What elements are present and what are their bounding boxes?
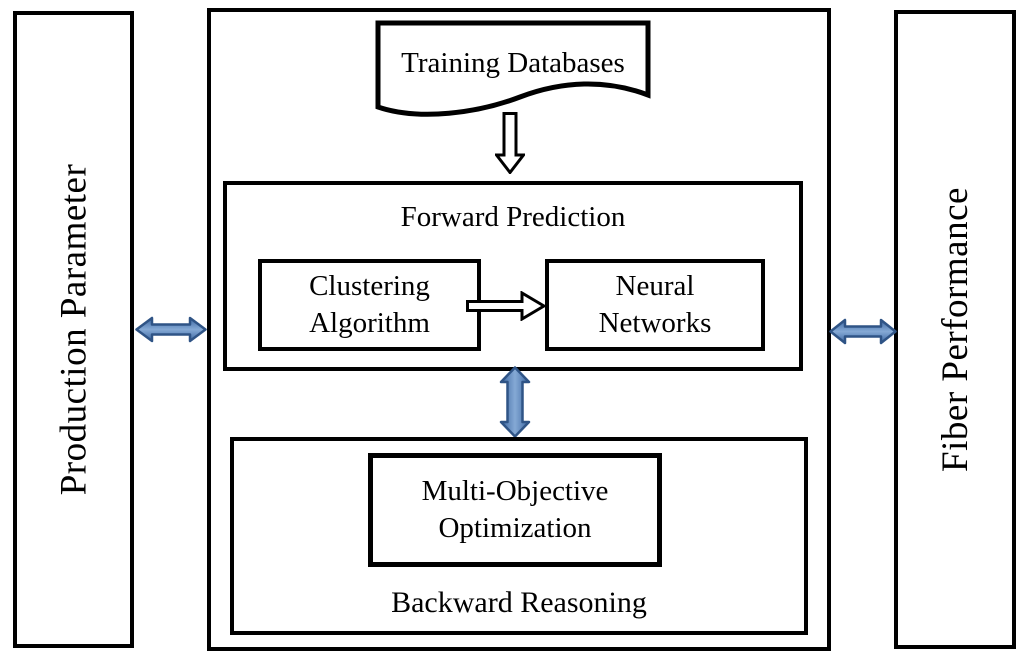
horizontal-double-arrow-right-icon bbox=[829, 318, 897, 345]
multi-objective-optimization-label-line1: Multi-Objective bbox=[421, 475, 609, 507]
down-arrow-icon bbox=[495, 112, 525, 174]
production-parameter-label: Production Parameter bbox=[53, 163, 95, 496]
fiber-performance-panel: Fiber Performance bbox=[894, 10, 1016, 649]
neural-networks-label-line1: Neural bbox=[615, 270, 695, 302]
clustering-algorithm-label-line2: Algorithm bbox=[309, 307, 430, 339]
training-databases-document-shape bbox=[375, 20, 651, 117]
multi-objective-optimization-label-line2: Optimization bbox=[438, 512, 592, 544]
fiber-performance-label: Fiber Performance bbox=[934, 187, 976, 472]
training-databases-label: Training Databases bbox=[401, 47, 625, 79]
vertical-double-arrow-icon bbox=[499, 366, 531, 438]
neural-networks-box: Neural Networks bbox=[545, 259, 765, 351]
neural-networks-label-line2: Networks bbox=[598, 307, 712, 339]
horizontal-double-arrow-left-icon bbox=[135, 316, 207, 343]
backward-reasoning-label: Backward Reasoning bbox=[391, 586, 647, 619]
forward-prediction-label: Forward Prediction bbox=[400, 201, 626, 233]
clustering-algorithm-box: Clustering Algorithm bbox=[258, 259, 481, 351]
multi-objective-optimization-box: Multi-Objective Optimization bbox=[368, 453, 662, 567]
clustering-algorithm-label-line1: Clustering bbox=[309, 270, 430, 302]
right-arrow-icon bbox=[466, 291, 546, 321]
production-parameter-panel: Production Parameter bbox=[13, 11, 134, 648]
